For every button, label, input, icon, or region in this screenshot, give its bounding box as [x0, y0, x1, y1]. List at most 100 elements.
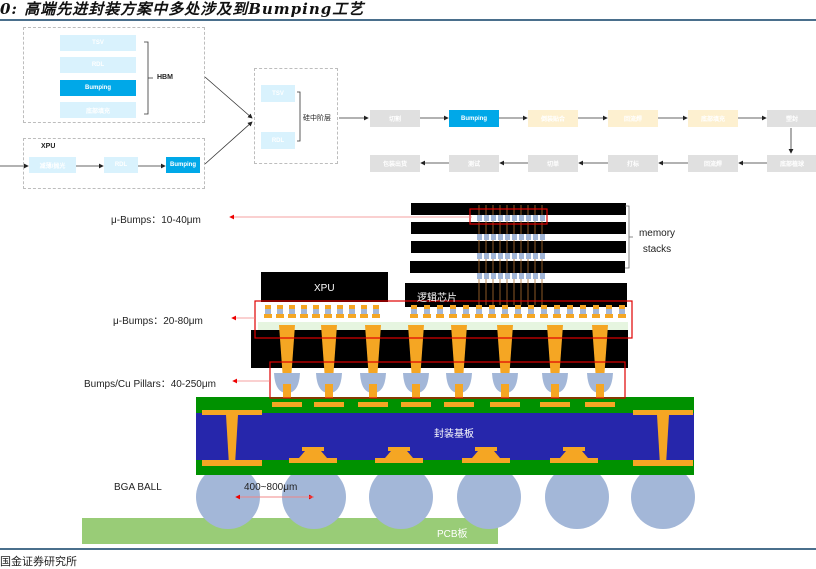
memory-micro-bump	[505, 215, 510, 221]
memory-micro-bump	[526, 273, 531, 279]
memory-micro-bump	[512, 234, 517, 240]
top-rule	[0, 19, 816, 21]
memory-micro-bump	[491, 234, 496, 240]
figure-title: 0: 高端先进封装方案中多处涉及到Bumping工艺	[0, 0, 365, 18]
substrate-via-pad	[202, 410, 262, 415]
substrate-core	[196, 413, 694, 460]
memory-micro-bump	[512, 253, 517, 259]
through-via	[365, 325, 381, 380]
micro-bump-pad	[264, 314, 272, 318]
row1-step-underfill: 底部填充	[688, 110, 738, 127]
row2-step-singulation: 切单	[528, 155, 578, 172]
micro-bump-pad	[324, 314, 332, 318]
c4-bump	[316, 373, 342, 393]
substrate-pad	[272, 402, 302, 407]
label-substrate: 封装基板	[434, 429, 474, 440]
cu-pillar	[283, 384, 291, 398]
xpu-step-bumping: Bumping	[166, 157, 200, 173]
cu-pillar	[501, 384, 509, 398]
substrate-inner-pad	[560, 451, 588, 458]
micro-bump	[265, 309, 271, 314]
micro-bump	[313, 309, 319, 314]
row2-step-packing: 包装出货	[370, 155, 420, 172]
label-xpu-chip: XPU	[314, 283, 335, 294]
memory-micro-bump	[526, 215, 531, 221]
substrate-inner-pad	[472, 451, 500, 458]
micro-bump-pad	[436, 314, 444, 318]
through-via	[547, 325, 563, 380]
memory-micro-bump	[533, 273, 538, 279]
micro-bump	[567, 309, 573, 314]
memory-micro-bump	[540, 253, 545, 259]
micro-bump-pad	[276, 314, 284, 318]
micro-bump-pad	[300, 314, 308, 318]
micro-bump-pad	[449, 314, 457, 318]
micro-bump-pad	[301, 305, 307, 309]
micro-bump-pad	[541, 305, 547, 309]
micro-bump	[528, 309, 534, 314]
bga-ball	[457, 465, 521, 529]
pcb-board	[82, 518, 498, 544]
memory-die	[411, 241, 626, 253]
micro-bump-pad	[527, 314, 535, 318]
c4-bump	[587, 373, 613, 393]
micro-bump	[289, 309, 295, 314]
micro-bump	[541, 309, 547, 314]
through-via	[408, 325, 424, 380]
bga-ball	[369, 465, 433, 529]
c4-bump	[360, 373, 386, 393]
row2-step-reflow: 回流焊	[688, 155, 738, 172]
memory-micro-bump	[484, 253, 489, 259]
xpu-label: XPU	[41, 143, 56, 150]
micro-bump	[593, 309, 599, 314]
memory-micro-bump	[512, 273, 517, 279]
source-note: 国金证券研究所	[0, 555, 77, 568]
cu-pillar	[369, 384, 377, 398]
label-pcb: PCB板	[437, 529, 468, 540]
bga-ball	[196, 465, 260, 529]
row2-step-test: 测试	[449, 155, 499, 172]
xpu-step-thinning: 减薄/抛光	[29, 157, 76, 173]
substrate-inner-pad	[289, 458, 337, 463]
substrate-inner-pad	[462, 458, 510, 463]
substrate-pad	[490, 402, 520, 407]
row2-step-marking: 打标	[608, 155, 658, 172]
memory-micro-bump	[498, 253, 503, 259]
bottom-rule	[0, 548, 816, 550]
micro-bump-pad	[348, 314, 356, 318]
c4-bump	[446, 373, 472, 393]
highlight-xpu-ubumps	[254, 300, 633, 339]
memory-micro-bump	[505, 234, 510, 240]
micro-bump-pad	[618, 314, 626, 318]
memory-micro-bump	[540, 234, 545, 240]
substrate-pad	[358, 402, 388, 407]
row1-step-reflow: 回流焊	[608, 110, 658, 127]
through-via	[592, 325, 608, 380]
arrow	[204, 121, 253, 165]
row1-step-flipchip: 倒装贴合	[528, 110, 578, 127]
through-via	[451, 325, 467, 380]
micro-bump-pad	[410, 314, 418, 318]
label-bga-pitch: 400~800μm	[244, 482, 298, 493]
micro-bump	[349, 309, 355, 314]
cu-pillar	[325, 384, 333, 398]
label-ubump-memory: μ-Bumps：10-40μm	[111, 215, 201, 226]
label-bga-ball: BGA BALL	[114, 482, 162, 493]
micro-bump-pad	[463, 305, 469, 309]
row1-step-dicing: 切割	[370, 110, 420, 127]
memory-micro-bump	[498, 215, 503, 221]
c4-bump	[403, 373, 429, 393]
substrate-via-pad	[202, 460, 262, 466]
memory-micro-bump	[477, 215, 482, 221]
micro-bump-pad	[312, 314, 320, 318]
micro-bump	[301, 309, 307, 314]
micro-bump-pad	[619, 305, 625, 309]
micro-bump	[502, 309, 508, 314]
label-ubump-xpu: μ-Bumps：20-80μm	[113, 316, 203, 327]
hbm-step-rdl: RDL	[60, 57, 136, 73]
micro-bump-pad	[515, 305, 521, 309]
c4-bump	[492, 373, 518, 393]
memory-micro-bump	[526, 253, 531, 259]
memory-micro-bump	[519, 215, 524, 221]
